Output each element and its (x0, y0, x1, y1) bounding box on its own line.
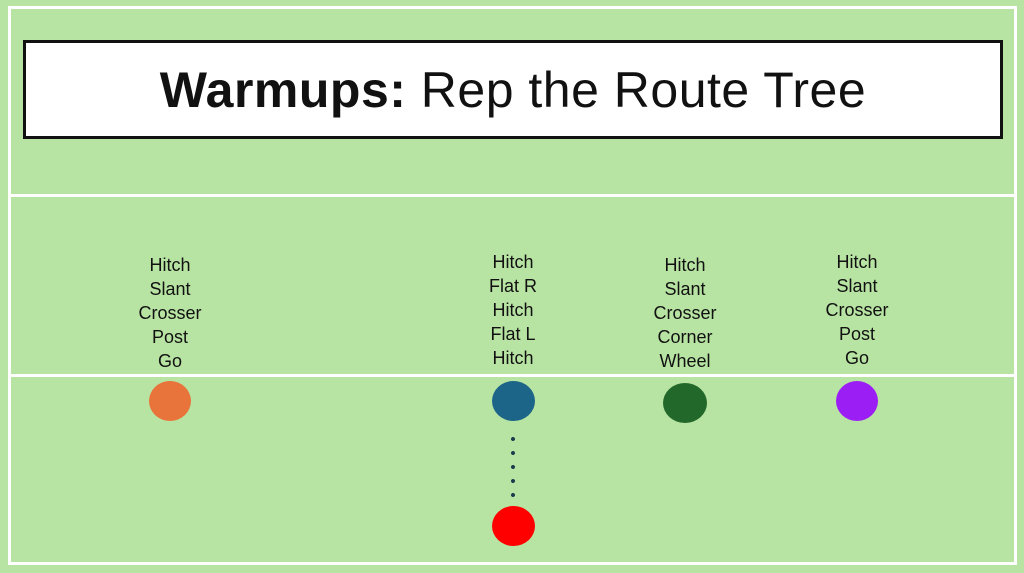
title-bold: Warmups: (159, 61, 407, 118)
route-list-player-4: Hitch Slant Crosser Post Go (802, 250, 912, 370)
route-label: Crosser (138, 303, 202, 323)
route-label: Go (157, 351, 182, 371)
route-label: Hitch (664, 255, 706, 275)
yard-line-upper (10, 194, 1016, 197)
route-label: Hitch (492, 348, 534, 368)
player-dot-4 (836, 381, 878, 421)
route-label: Hitch (836, 252, 878, 272)
route-label: Hitch (149, 255, 191, 275)
dotted-connector (511, 432, 515, 510)
route-label: Flat R (488, 276, 537, 296)
route-label: Post (838, 324, 876, 344)
route-label: Slant (149, 279, 191, 299)
field-border-top (10, 6, 1016, 9)
player-dot-3 (663, 383, 707, 423)
route-label: Flat L (490, 324, 536, 344)
route-label: Wheel (659, 351, 711, 371)
title-rest: Rep the Route Tree (406, 61, 867, 118)
route-label: Hitch (492, 300, 534, 320)
player-dot-2 (492, 381, 535, 421)
field-border-right (1014, 6, 1017, 565)
field-border-left (8, 6, 11, 565)
route-label: Slant (836, 276, 878, 296)
title-box: Warmups: Rep the Route Tree (23, 40, 1003, 139)
route-label: Crosser (653, 303, 717, 323)
route-list-player-2: Hitch Flat R Hitch Flat L Hitch (458, 250, 568, 370)
page-title: Warmups: Rep the Route Tree (160, 61, 866, 119)
qb-dot (492, 506, 535, 546)
player-dot-1 (149, 381, 191, 421)
field-border-bottom (10, 562, 1016, 565)
route-label: Slant (664, 279, 706, 299)
route-label: Hitch (492, 252, 534, 272)
route-list-player-1: Hitch Slant Crosser Post Go (115, 253, 225, 373)
route-list-player-3: Hitch Slant Crosser Corner Wheel (630, 253, 740, 373)
route-label: Go (844, 348, 869, 368)
route-label: Post (151, 327, 189, 347)
line-of-scrimmage (10, 374, 1016, 377)
route-label: Corner (657, 327, 713, 347)
route-label: Crosser (825, 300, 889, 320)
